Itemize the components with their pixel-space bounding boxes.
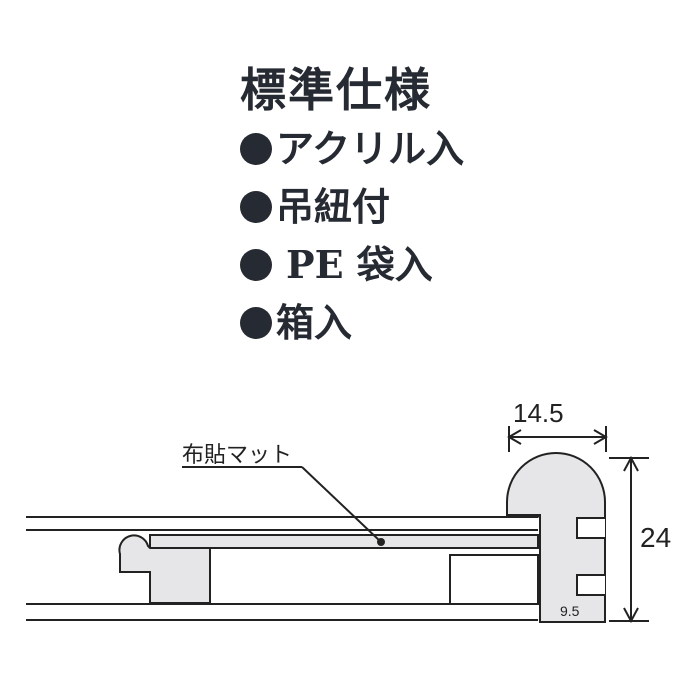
callout-dot bbox=[377, 538, 385, 546]
fabric-mat bbox=[149, 534, 539, 549]
spec-item-label: 吊紐付 bbox=[276, 184, 391, 229]
moulding-notch-top bbox=[576, 517, 605, 539]
bullet-icon bbox=[240, 133, 272, 165]
width-dimension bbox=[507, 426, 608, 452]
left-clip-block bbox=[118, 534, 211, 604]
callout-leader-line bbox=[301, 466, 382, 543]
bullet-icon bbox=[240, 307, 272, 339]
spec-item-label: PE 袋入 bbox=[286, 242, 433, 287]
callout-label: 布貼マット bbox=[182, 442, 292, 467]
bullet-icon bbox=[240, 249, 272, 281]
bullet-icon bbox=[240, 191, 272, 223]
spec-item-pe-bag: PE 袋入 bbox=[240, 236, 464, 294]
spec-item-acrylic: アクリル入 bbox=[240, 120, 464, 178]
spec-item-label: 箱入 bbox=[276, 300, 353, 345]
height-dimension-label: 24 bbox=[640, 522, 671, 553]
width-dimension-label: 14.5 bbox=[513, 398, 564, 428]
inner-dimension-label: 9.5 bbox=[560, 603, 580, 619]
spec-item-hanging-cord: 吊紐付 bbox=[240, 178, 464, 236]
height-dimension bbox=[609, 455, 649, 624]
standard-spec-block: 標準仕様 アクリル入 吊紐付 PE 袋入 箱入 bbox=[240, 62, 464, 352]
spec-item-label: アクリル入 bbox=[276, 126, 465, 171]
moulding-notch-bottom bbox=[576, 574, 605, 596]
spec-title: 標準仕様 bbox=[240, 63, 432, 117]
spacer-box bbox=[449, 554, 539, 605]
spec-item-boxed: 箱入 bbox=[240, 294, 464, 352]
